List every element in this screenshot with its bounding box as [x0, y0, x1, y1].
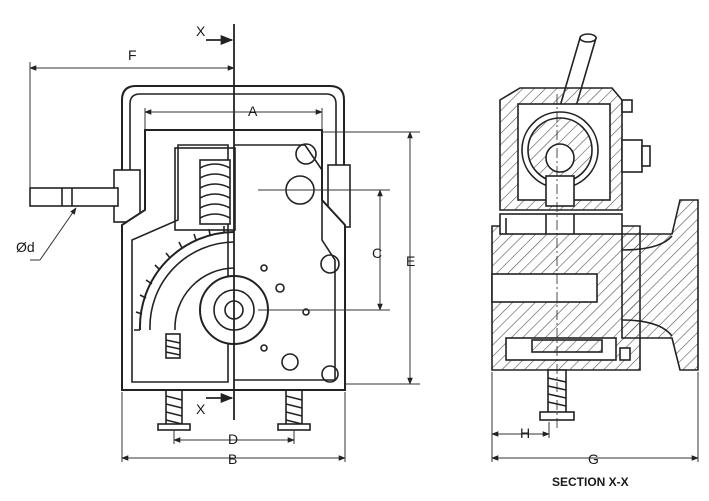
- label-E: E: [406, 253, 415, 269]
- handle-loop: [121, 85, 345, 200]
- worm: [199, 159, 231, 225]
- label-G: G: [588, 451, 599, 467]
- worm-gear: [138, 231, 235, 331]
- section-caption: SECTION X-X: [552, 475, 629, 489]
- label-A: A: [248, 103, 258, 119]
- label-H: H: [520, 425, 530, 441]
- label-d: Ød: [16, 239, 35, 255]
- mounting-bolt-right: [277, 389, 311, 431]
- section-line: [206, 24, 235, 420]
- label-B: B: [228, 451, 237, 467]
- dimensions-front: [29, 62, 420, 462]
- section-view: [491, 33, 699, 430]
- front-view: [29, 85, 351, 431]
- mounting-bolt-left: [157, 389, 191, 431]
- input-shaft: [29, 187, 119, 207]
- label-D: D: [228, 431, 238, 447]
- dimensions-section: [491, 372, 699, 462]
- label-X-bottom: X: [196, 401, 206, 417]
- label-C: C: [372, 245, 382, 261]
- label-F: F: [128, 47, 137, 63]
- label-X-top: X: [196, 23, 206, 39]
